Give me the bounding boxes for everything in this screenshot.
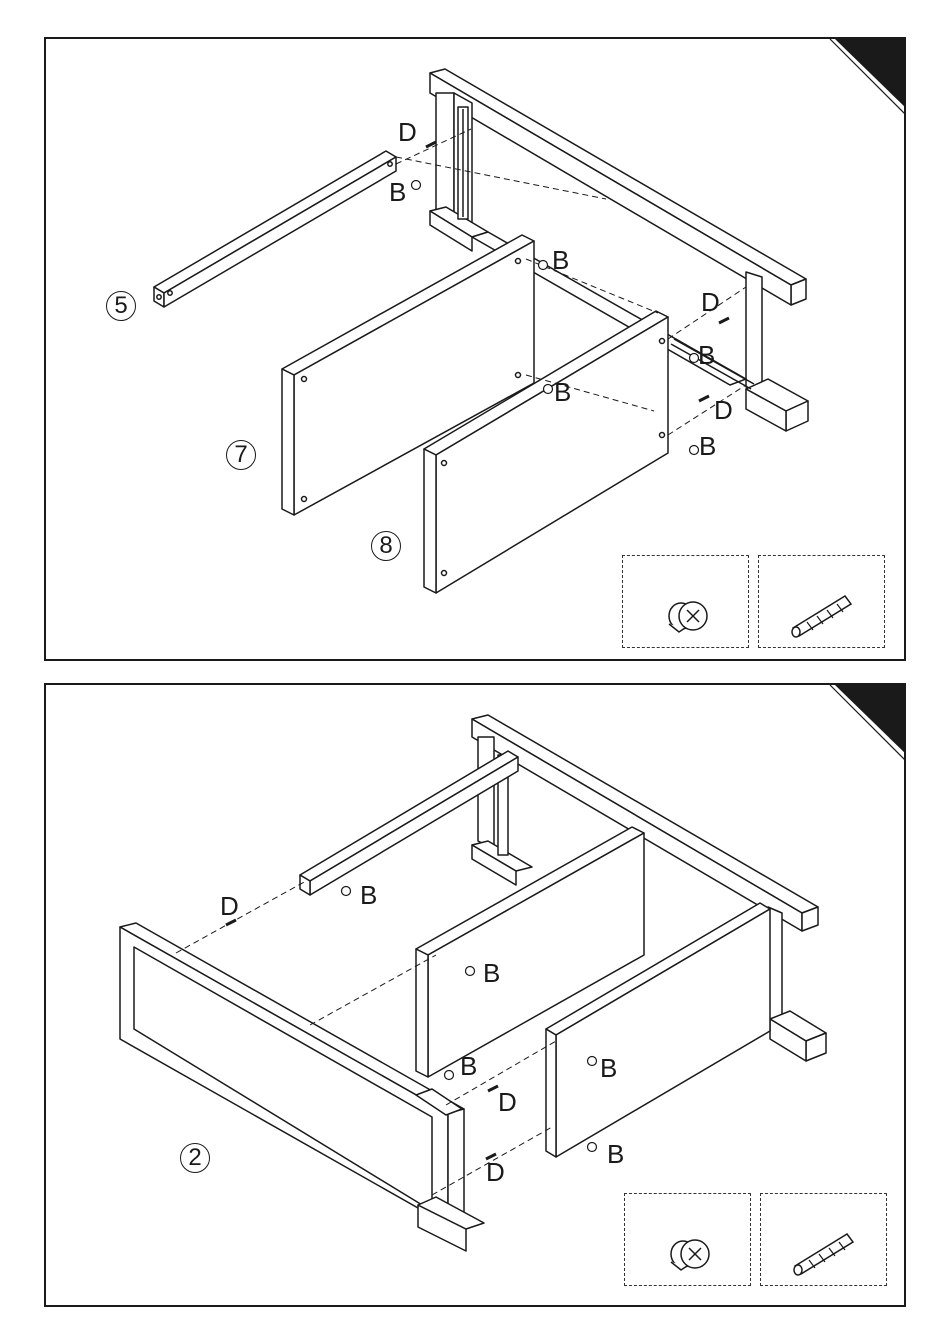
- fastener-label-d: D: [498, 1089, 517, 1115]
- hardware-legend-dowel: [760, 1193, 887, 1286]
- wooden-dowel-icon: [761, 1194, 888, 1287]
- part-5-stretcher: [154, 151, 396, 307]
- fastener-label-d: D: [220, 893, 239, 919]
- cam-lock-icon: [625, 1194, 752, 1287]
- part-number-8: 8: [371, 531, 401, 561]
- fastener-label-d: D: [486, 1159, 505, 1185]
- cam-lock-icon: [623, 556, 750, 649]
- part-number-5: 5: [106, 291, 136, 321]
- fastener-label-b: B: [699, 433, 716, 459]
- corner-marker: [836, 39, 906, 109]
- fastener-label-d: D: [701, 289, 720, 315]
- fastener-label-b: B: [554, 379, 571, 405]
- fastener-label-b: B: [698, 342, 715, 368]
- wooden-dowel-icon: [759, 556, 886, 649]
- part-number-2: 2: [180, 1143, 210, 1173]
- assembly-step-2-panel: 2 B D B B B D B D: [44, 683, 906, 1307]
- fastener-label-b: B: [552, 247, 569, 273]
- fastener-label-b: B: [389, 179, 406, 205]
- part-number-7: 7: [226, 440, 256, 470]
- hardware-legend-dowel: [758, 555, 885, 648]
- fastener-label-d: D: [714, 397, 733, 423]
- fastener-label-b: B: [483, 960, 500, 986]
- hardware-legend-cam-lock: [622, 555, 749, 648]
- fastener-label-b: B: [607, 1141, 624, 1167]
- fastener-label-b: B: [360, 882, 377, 908]
- fastener-label-b: B: [600, 1055, 617, 1081]
- hardware-legend-cam-lock: [624, 1193, 751, 1286]
- fastener-label-d: D: [398, 119, 417, 145]
- fastener-label-b: B: [460, 1053, 477, 1079]
- corner-marker: [836, 685, 906, 755]
- assembly-step-1-panel: 5 7 8 D B B D B B D B: [44, 37, 906, 661]
